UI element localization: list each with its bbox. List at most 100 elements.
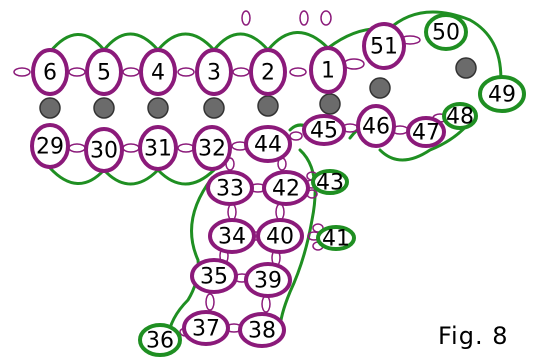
ring-51: 51 (362, 22, 406, 70)
picot-13 (177, 143, 195, 153)
ring-outline-49 (478, 75, 526, 113)
picot-28 (205, 293, 215, 311)
ring-label-2: 2 (261, 61, 275, 86)
ring-label-35: 35 (200, 265, 228, 290)
picot-10 (320, 10, 332, 26)
ring-5: 5 (85, 48, 123, 96)
ring-outline-38 (238, 312, 286, 348)
ring-50: 50 (424, 13, 468, 51)
ring-label-32: 32 (198, 137, 226, 162)
chain-right-loop (386, 10, 503, 94)
ring-outline-41 (316, 225, 356, 251)
ring-outline-1 (309, 46, 347, 94)
ring-label-47: 47 (412, 121, 440, 146)
bead-7 (369, 77, 391, 99)
ring-36: 36 (138, 323, 182, 357)
ring-30: 30 (84, 127, 124, 173)
ring-39: 39 (244, 262, 292, 298)
ring-4: 4 (139, 48, 177, 96)
ring-45: 45 (302, 114, 346, 146)
ring-label-51: 51 (370, 35, 398, 60)
ring-label-4: 4 (151, 61, 165, 86)
picot-25 (275, 203, 285, 221)
bead-1 (39, 97, 61, 119)
ring-3: 3 (195, 48, 233, 96)
bead-8 (455, 57, 477, 79)
bead-5 (257, 95, 279, 117)
ring-outline-36 (138, 323, 182, 357)
ring-6: 6 (31, 48, 69, 96)
picot-24 (227, 203, 237, 221)
ring-1: 1 (309, 46, 347, 94)
ring-label-42: 42 (272, 177, 300, 202)
ring-outline-29 (30, 123, 70, 169)
ring-label-6: 6 (43, 61, 57, 86)
picot-11 (68, 143, 86, 153)
ring-label-3: 3 (207, 61, 221, 86)
picot-1 (13, 67, 31, 77)
ring-34: 34 (208, 218, 256, 254)
ring-outline-37 (182, 310, 230, 346)
ring-outline-46 (356, 104, 396, 148)
beads (39, 57, 477, 119)
ring-outline-6 (31, 48, 69, 96)
ring-label-38: 38 (248, 319, 276, 344)
ring-label-44: 44 (254, 133, 282, 158)
ring-outline-35 (190, 258, 238, 294)
ring-label-30: 30 (90, 139, 118, 164)
ring-outline-34 (208, 218, 256, 254)
bead-2 (93, 97, 115, 119)
ring-outline-2 (249, 48, 287, 96)
ring-32: 32 (192, 125, 232, 171)
ring-35: 35 (190, 258, 238, 294)
ring-outline-4 (139, 48, 177, 96)
ring-40: 40 (256, 218, 304, 254)
chain-right-lower (378, 120, 472, 162)
bead-3 (147, 97, 169, 119)
ring-42: 42 (262, 170, 310, 206)
ring-47: 47 (406, 116, 446, 148)
picot-37 (312, 223, 324, 233)
ring-label-45: 45 (310, 119, 338, 144)
picot-12 (122, 143, 140, 153)
ring-label-5: 5 (97, 61, 111, 86)
picot-15 (289, 131, 303, 141)
ring-41: 41 (316, 225, 356, 252)
ring-outline-31 (138, 125, 178, 171)
ring-33: 33 (206, 170, 254, 206)
ring-label-37: 37 (192, 317, 220, 342)
ring-38: 38 (238, 312, 286, 348)
picot-9 (299, 10, 309, 26)
picot-7 (343, 58, 365, 70)
ring-outline-44 (244, 125, 292, 163)
ring-2: 2 (249, 48, 287, 96)
ring-label-41: 41 (322, 227, 350, 252)
ring-outline-50 (424, 13, 468, 51)
ring-49: 49 (478, 75, 526, 113)
picot-2 (68, 67, 86, 77)
ring-label-40: 40 (266, 225, 294, 250)
ring-outline-47 (406, 116, 446, 148)
ring-label-46: 46 (362, 115, 390, 140)
picot-5 (232, 67, 250, 77)
ring-label-29: 29 (36, 135, 64, 160)
ring-outline-45 (302, 114, 346, 146)
ring-label-39: 39 (254, 269, 282, 294)
ring-label-36: 36 (146, 329, 174, 354)
ring-outline-32 (192, 125, 232, 171)
ring-label-43: 43 (316, 171, 344, 196)
ring-outline-39 (244, 262, 292, 298)
ring-48: 48 (442, 102, 478, 130)
ring-label-50: 50 (432, 21, 460, 46)
ring-37: 37 (182, 310, 230, 346)
chain-bottom (48, 166, 216, 186)
ring-label-48: 48 (446, 105, 474, 130)
picot-29 (261, 295, 271, 313)
ring-31: 31 (138, 125, 178, 171)
bead-6 (319, 93, 341, 115)
picot-6 (289, 67, 307, 77)
ring-label-33: 33 (216, 177, 244, 202)
